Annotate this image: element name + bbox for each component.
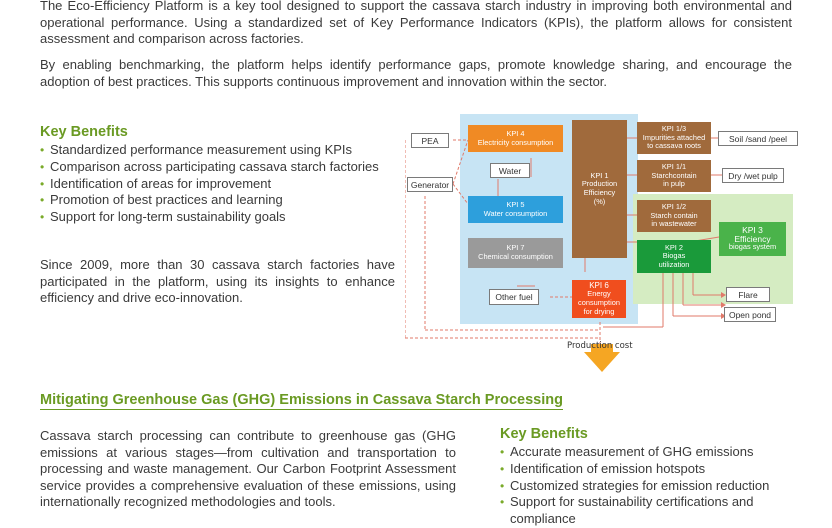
kpi-label: to cassava roots bbox=[647, 141, 701, 151]
kpi-label: for drying bbox=[583, 306, 615, 316]
ghg-benefits-list: Accurate measurement of GHG emissions Id… bbox=[500, 444, 800, 528]
kpi-label: Electricity consumption bbox=[477, 137, 554, 147]
kpi-label: Efficiency bbox=[583, 188, 616, 197]
kpi-label: KPI 7 bbox=[506, 243, 525, 253]
list-item: Accurate measurement of GHG emissions bbox=[500, 444, 800, 461]
kpi-flow-diagram: PEA Generator Water Other fuel Soil /san… bbox=[405, 112, 798, 374]
ghg-section-title: Mitigating Greenhouse Gas (GHG) Emission… bbox=[40, 392, 563, 410]
kpi-label: biogas system bbox=[728, 242, 777, 252]
kpi-label: Chemical consumption bbox=[478, 252, 553, 261]
participation-note: Since 2009, more than 30 cassava starch … bbox=[40, 257, 395, 305]
kpi-label: Impurities attached bbox=[642, 132, 706, 142]
kpi-label: Water consumption bbox=[483, 208, 548, 218]
pea-box: PEA bbox=[411, 133, 449, 148]
soil-box: Soil /sand /peel bbox=[718, 131, 798, 146]
kpi-label: Starchcontain bbox=[651, 170, 697, 180]
key-benefits-list: Standardized performance measurement usi… bbox=[40, 142, 400, 226]
kpi-label: KPI 2 bbox=[664, 242, 684, 252]
kpi-label: KPI 5 bbox=[506, 199, 525, 209]
kpi-label: Starch contain bbox=[650, 210, 698, 220]
ghg-description: Cassava starch processing can contribute… bbox=[40, 428, 456, 509]
kpi-label: utilization bbox=[658, 259, 690, 269]
production-cost-label: Production cost bbox=[567, 341, 633, 351]
list-item: Customized strategies for emission reduc… bbox=[500, 478, 800, 495]
kpi-label: Energy bbox=[587, 289, 611, 299]
kpi-label: KPI 6 bbox=[589, 280, 609, 290]
intro-paragraph-1: The Eco-Efficiency Platform is a key too… bbox=[40, 0, 792, 46]
generator-box: Generator bbox=[407, 177, 453, 192]
list-item: Standardized performance measurement usi… bbox=[40, 142, 400, 159]
production-cost-arrow bbox=[584, 344, 620, 372]
kpi-label: consumption bbox=[578, 298, 620, 307]
kpi-label: KPI 1/2 bbox=[661, 202, 687, 212]
kpi-label: Biogas bbox=[662, 251, 686, 261]
kpi-label: KPI 1/3 bbox=[661, 124, 687, 134]
list-item: Comparison across participating cassava … bbox=[40, 159, 400, 176]
kpi-label: KPI 3 bbox=[742, 225, 763, 236]
kpi-label: KPI 1 bbox=[590, 170, 609, 180]
kpi-label: Production bbox=[581, 179, 618, 189]
key-benefits-heading: Key Benefits bbox=[40, 124, 128, 140]
flare-box: Flare bbox=[726, 287, 770, 302]
kpi-label: in wastewater bbox=[651, 219, 697, 229]
open-pond-box: Open pond bbox=[724, 307, 776, 322]
kpi-label: (%) bbox=[593, 196, 606, 206]
ghg-benefits-heading: Key Benefits bbox=[500, 426, 588, 442]
list-item: Promotion of best practices and learning bbox=[40, 192, 400, 209]
kpi-label: KPI 1/1 bbox=[661, 162, 687, 172]
list-item: Identification of emission hotspots bbox=[500, 461, 800, 478]
intro-paragraph-2: By enabling benchmarking, the platform h… bbox=[40, 57, 792, 89]
kpi-label: KPI 4 bbox=[506, 128, 525, 138]
list-item: Identification of areas for improvement bbox=[40, 176, 400, 193]
pulp-box: Dry /wet pulp bbox=[722, 168, 784, 183]
list-item: Support for sustainability certification… bbox=[500, 494, 800, 511]
kpi-label: in pulp bbox=[663, 179, 685, 189]
other-fuel-box: Other fuel bbox=[489, 289, 539, 305]
water-box: Water bbox=[490, 163, 530, 178]
list-item: Support for long-term sustainability goa… bbox=[40, 209, 400, 226]
kpi-label: Efficiency bbox=[734, 233, 771, 244]
